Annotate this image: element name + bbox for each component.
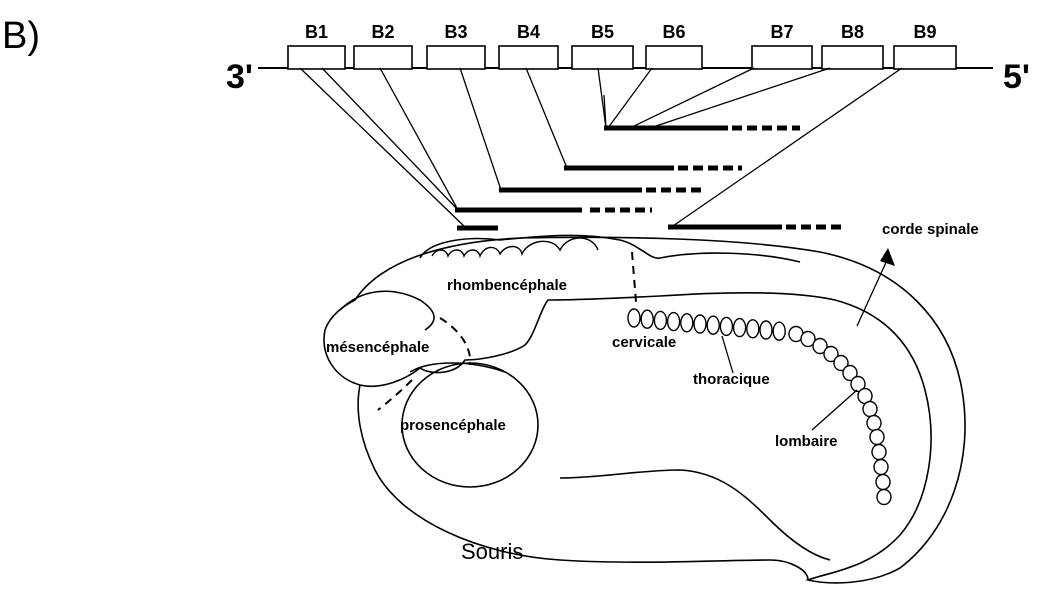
strand-5prime-label: 5' (1003, 58, 1030, 96)
gene-connector-lines (300, 68, 902, 228)
somite (720, 317, 732, 335)
connector-b7 (630, 68, 754, 128)
somite (760, 321, 772, 339)
somite (654, 311, 666, 329)
connector-b3 (460, 68, 501, 190)
somite (876, 475, 890, 490)
gene-label-b7: B7 (770, 22, 793, 42)
gene-box-b9 (894, 46, 956, 69)
gene-label-b9: B9 (913, 22, 936, 42)
label-mesencephale: mésencéphale (326, 339, 429, 356)
gene-box-b6 (646, 46, 702, 69)
label-lombaire: lombaire (775, 433, 838, 450)
somite (747, 320, 759, 338)
somite (707, 316, 719, 334)
somite (877, 490, 891, 505)
gene-label-b1: B1 (305, 22, 328, 42)
mes-rhombo-boundary (440, 318, 470, 365)
somite (773, 322, 785, 340)
midbrain-ventricle-outline (340, 291, 434, 330)
lombaire-pointer (812, 390, 857, 430)
embryo-lower-outline (358, 385, 808, 580)
label-rhombencephale: rhombencéphale (447, 277, 567, 294)
somite (867, 416, 881, 431)
gene-box-b8 (822, 46, 883, 69)
connector-b6 (608, 68, 652, 128)
gene-box-b5 (572, 46, 633, 69)
connector-b8 (650, 68, 830, 128)
gene-box-b4 (499, 46, 558, 69)
connector-b4 (526, 68, 567, 168)
embryo-belly-line (560, 470, 830, 560)
somite (872, 445, 886, 460)
label-prosencephale: prosencéphale (400, 417, 506, 434)
gene-box-b7 (752, 46, 812, 69)
corde-spinale-arrow-head (880, 248, 895, 266)
label-cervicale: cervicale (612, 334, 676, 351)
gene-label-b8: B8 (841, 22, 864, 42)
connector-b2-b (380, 68, 458, 210)
somite (694, 315, 706, 333)
somite (870, 430, 884, 445)
connector-b2-a (322, 68, 458, 210)
gene-label-b4: B4 (517, 22, 540, 42)
somite (863, 402, 877, 417)
connector-b1 (300, 68, 466, 228)
gene-cluster: B1 B2 B3 B4 B5 B6 B7 B8 B9 (288, 22, 956, 69)
somite (641, 310, 653, 328)
gene-label-b5: B5 (591, 22, 614, 42)
gene-label-b3: B3 (444, 22, 467, 42)
panel-label: B) (2, 15, 40, 57)
rhombo-cervical-boundary (632, 252, 636, 302)
thoracique-pointer (722, 336, 733, 373)
strand-3prime-label: 3' (226, 58, 253, 96)
organism-caption: Souris (461, 539, 523, 564)
gene-box-b3 (427, 46, 485, 69)
label-thoracique: thoracique (693, 371, 770, 388)
hindbrain-dorsal-line (420, 235, 800, 262)
label-corde-spinale: corde spinale (882, 221, 979, 238)
gene-box-b1 (288, 46, 345, 69)
somite (628, 309, 640, 327)
gene-label-b6: B6 (662, 22, 685, 42)
gene-label-b2: B2 (371, 22, 394, 42)
somite (734, 319, 746, 337)
gene-box-b2 (354, 46, 412, 69)
expression-bars (455, 128, 846, 228)
somite (681, 314, 693, 332)
somite (668, 313, 680, 331)
somite (874, 460, 888, 475)
